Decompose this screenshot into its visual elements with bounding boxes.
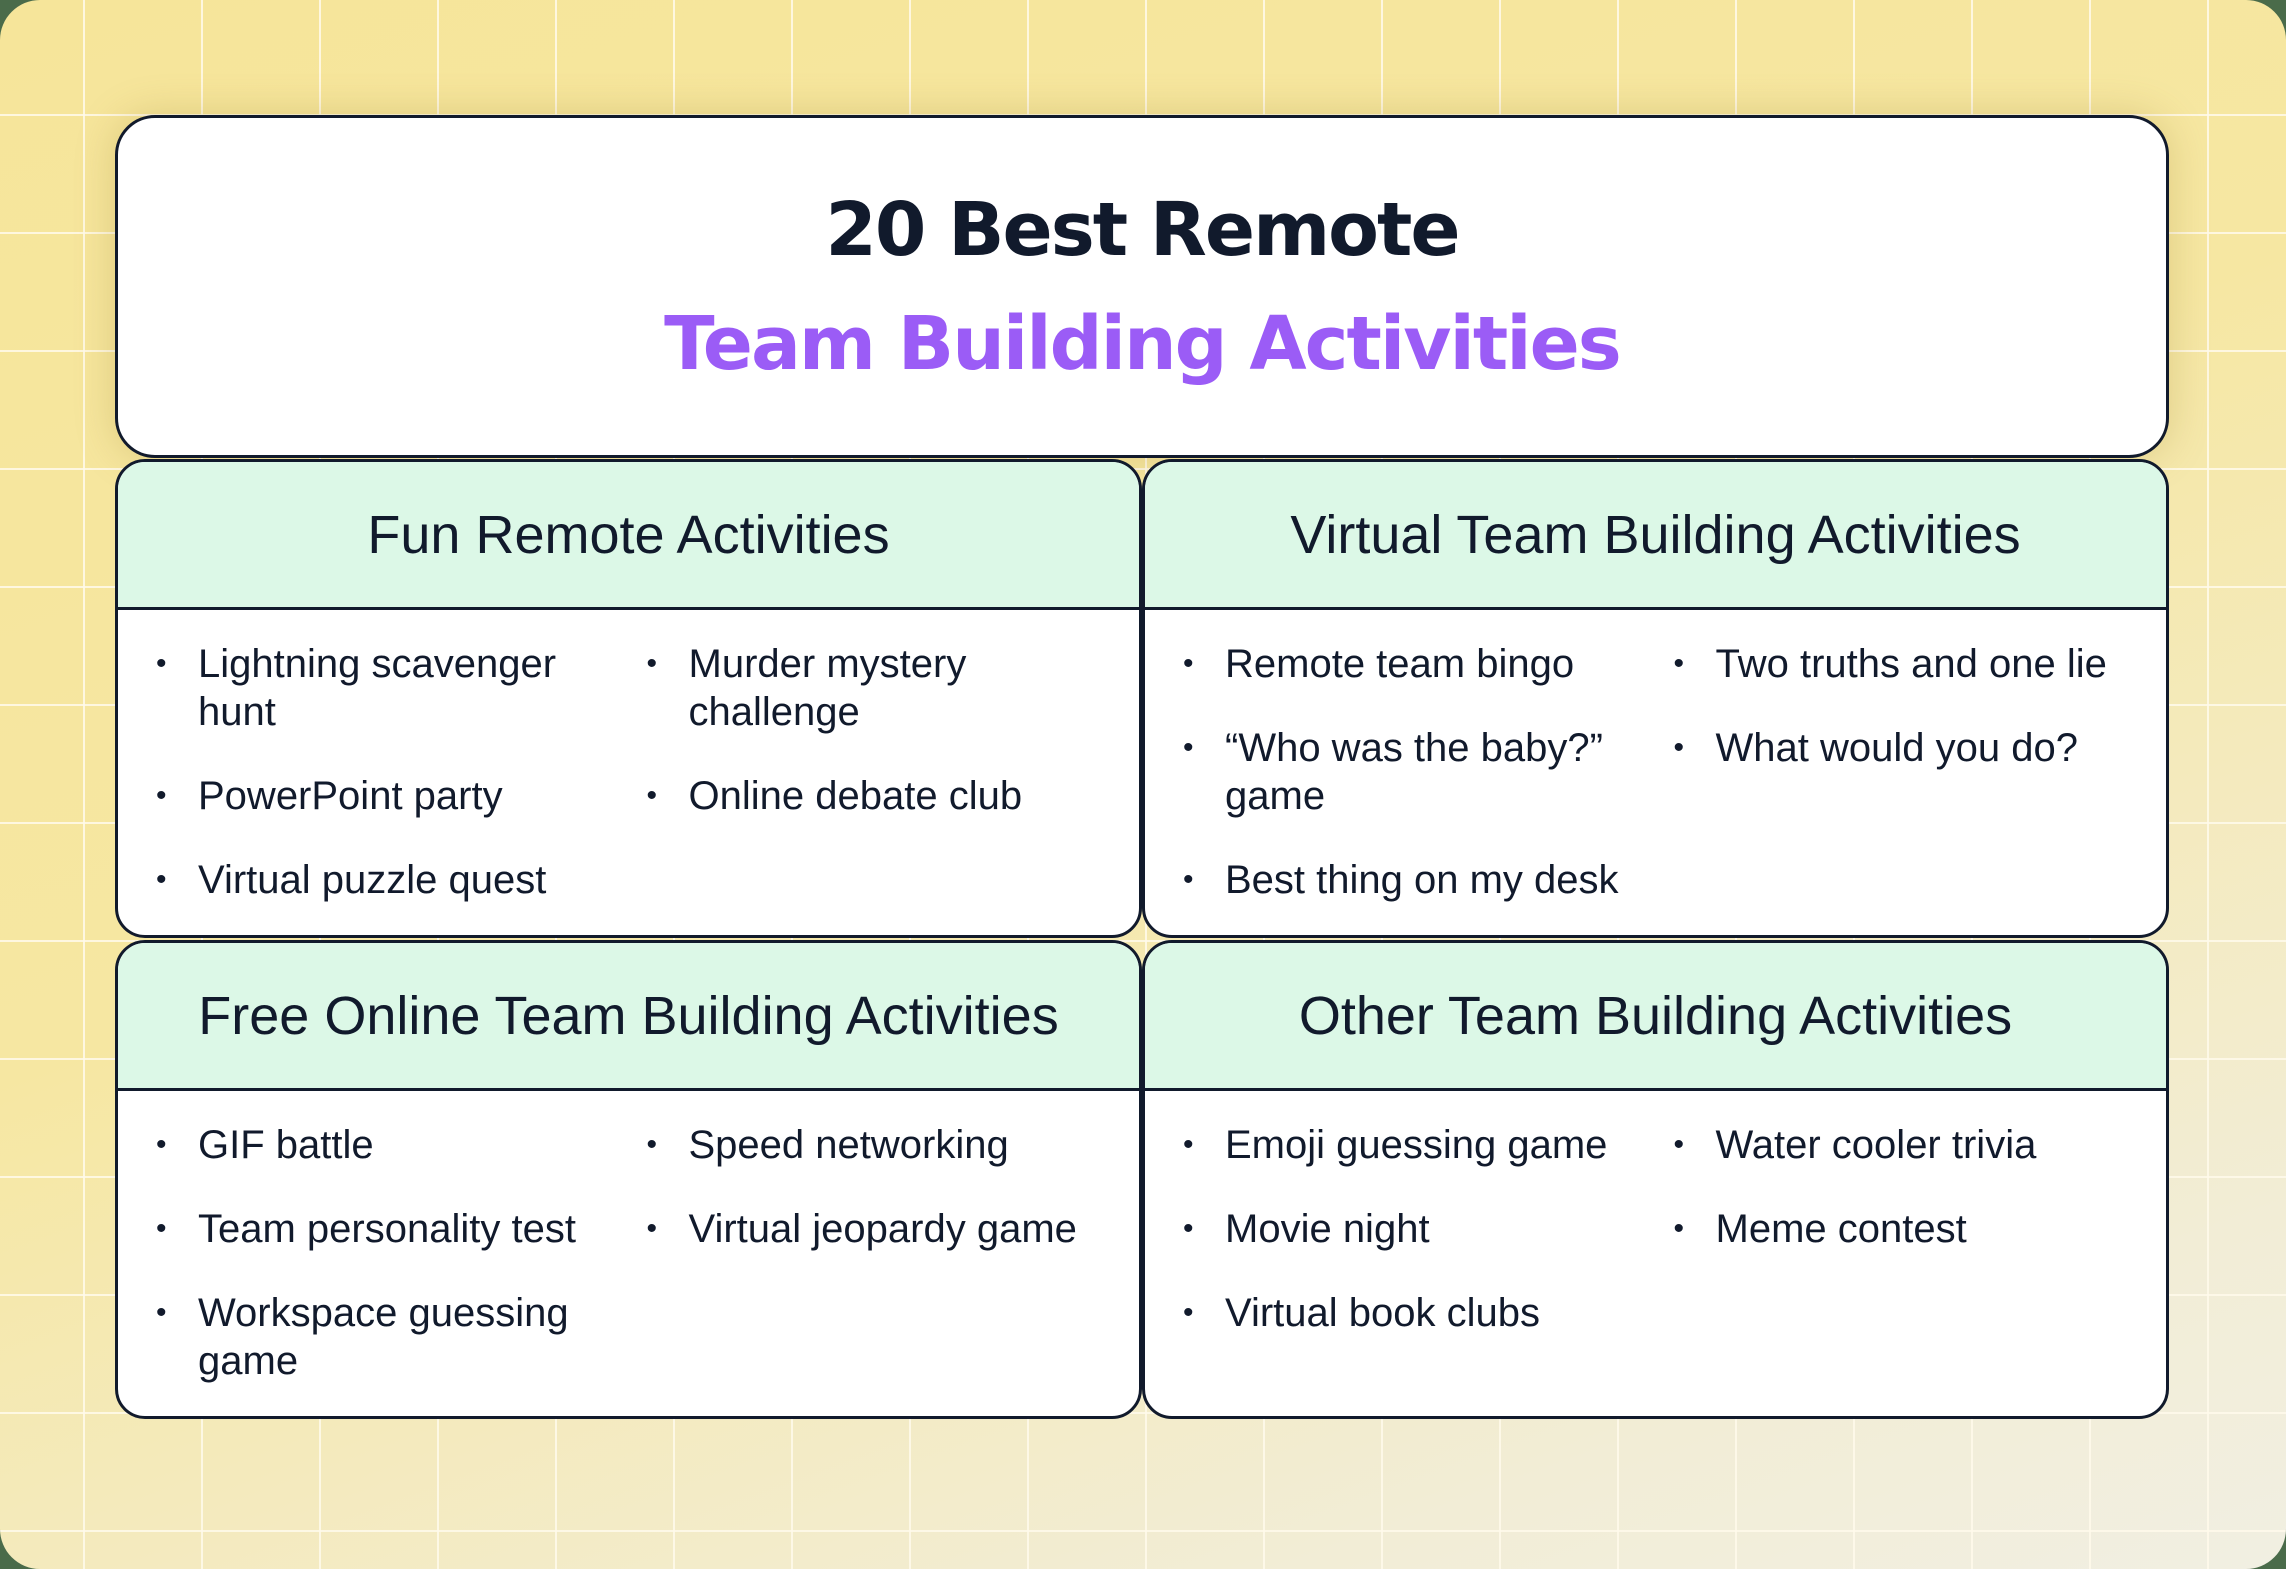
activity-label: Meme contest (1715, 1207, 1967, 1251)
activity-label: Water cooler trivia (1715, 1123, 2037, 1167)
title-line-1: 20 Best Remote (825, 186, 1460, 273)
list-item: • Team personality test (148, 1205, 619, 1253)
activity-label: PowerPoint party (198, 774, 503, 818)
list-item: • Lightning scavenger hunt (148, 640, 619, 736)
activity-list: • GIF battle • Team personality test • Worksp… (118, 1091, 1139, 1416)
list-item: • Best thing on my desk (1175, 856, 1646, 904)
list-item: • Speed networking (639, 1121, 1110, 1169)
activity-label: Speed networking (688, 1123, 1009, 1167)
activity-list: • Emoji guessing game • Movie night • Virtual… (1145, 1091, 2166, 1373)
activity-label: Workspace guessing game (198, 1291, 569, 1383)
list-item: • “Who was the baby?” game (1175, 724, 1646, 820)
list-item: • Remote team bingo (1175, 640, 1646, 688)
list-column: • Water cooler trivia • Meme contest (1666, 1121, 2137, 1373)
list-item: • Murder mystery challenge (639, 640, 1110, 736)
bullet-icon: • (1183, 1212, 1194, 1245)
bullet-icon: • (1183, 1296, 1194, 1329)
activity-label: Movie night (1225, 1207, 1430, 1251)
activity-label: Virtual jeopardy game (688, 1207, 1077, 1251)
bullet-icon: • (156, 779, 167, 812)
list-column: • Speed networking • Virtual jeopardy game (639, 1121, 1110, 1416)
list-column: • Two truths and one lie • What would you d… (1666, 640, 2137, 935)
bullet-icon: • (1183, 731, 1194, 764)
list-item: • What would you do? (1666, 724, 2137, 772)
activity-list: • Remote team bingo • “Who was the baby?” g… (1145, 610, 2166, 935)
activity-label: Remote team bingo (1225, 642, 1575, 686)
section-other-team-building: Other Team Building Activities • Emoji gue… (1142, 940, 2169, 1419)
bullet-icon: • (1673, 1128, 1685, 1161)
activity-label: Emoji guessing game (1225, 1123, 1608, 1167)
section-heading: Free Online Team Building Activities (118, 943, 1139, 1091)
activity-label: Virtual puzzle quest (198, 858, 547, 902)
activity-label: Online debate club (688, 774, 1023, 818)
list-column: • Lightning scavenger hunt • PowerPoint par… (148, 640, 619, 935)
activity-label: Two truths and one lie (1715, 642, 2107, 686)
bullet-icon: • (1183, 1128, 1194, 1161)
list-item: • Meme contest (1666, 1205, 2137, 1253)
list-column: • Emoji guessing game • Movie night • Virtual… (1175, 1121, 1646, 1373)
bullet-icon: • (1673, 1212, 1685, 1245)
bullet-icon: • (1673, 731, 1685, 764)
list-item: • Virtual jeopardy game (639, 1205, 1110, 1253)
activity-label: Best thing on my desk (1225, 858, 1619, 902)
bullet-icon: • (646, 1128, 658, 1161)
activity-label: Murder mystery challenge (688, 642, 967, 734)
section-free-online: Free Online Team Building Activities • GIF… (115, 940, 1142, 1419)
section-fun-remote: Fun Remote Activities • Lightning scavenge… (115, 459, 1142, 938)
bullet-icon: • (156, 1296, 167, 1329)
list-item: • Workspace guessing game (148, 1289, 619, 1385)
activity-list: • Lightning scavenger hunt • PowerPoint par… (118, 610, 1139, 935)
section-heading: Other Team Building Activities (1145, 943, 2166, 1091)
title-card: 20 Best Remote Team Building Activities (115, 115, 2169, 458)
list-item: • Movie night (1175, 1205, 1646, 1253)
bullet-icon: • (156, 647, 167, 680)
section-heading: Fun Remote Activities (118, 462, 1139, 610)
bullet-icon: • (1673, 647, 1685, 680)
list-item: • Virtual puzzle quest (148, 856, 619, 904)
activity-label: GIF battle (198, 1123, 374, 1167)
bullet-icon: • (156, 1212, 167, 1245)
activity-label: What would you do? (1715, 726, 2078, 770)
bullet-icon: • (156, 863, 167, 896)
bullet-icon: • (1183, 863, 1194, 896)
activity-label: Virtual book clubs (1225, 1291, 1540, 1335)
bullet-icon: • (646, 647, 658, 680)
list-column: • Murder mystery challenge • Online debate … (639, 640, 1110, 935)
activity-label: “Who was the baby?” game (1225, 726, 1603, 818)
list-item: • Two truths and one lie (1666, 640, 2137, 688)
bullet-icon: • (1183, 647, 1194, 680)
list-item: • Online debate club (639, 772, 1110, 820)
bullet-icon: • (646, 779, 658, 812)
section-virtual-team-building: Virtual Team Building Activities • Remote … (1142, 459, 2169, 938)
section-heading: Virtual Team Building Activities (1145, 462, 2166, 610)
activity-label: Lightning scavenger hunt (198, 642, 557, 734)
list-item: • GIF battle (148, 1121, 619, 1169)
title-line-2: Team Building Activities (664, 300, 1622, 387)
list-item: • Emoji guessing game (1175, 1121, 1646, 1169)
activity-label: Team personality test (198, 1207, 576, 1251)
list-column: • Remote team bingo • “Who was the baby?” g… (1175, 640, 1646, 935)
bullet-icon: • (156, 1128, 167, 1161)
list-column: • GIF battle • Team personality test • Worksp… (148, 1121, 619, 1416)
list-item: • PowerPoint party (148, 772, 619, 820)
list-item: • Virtual book clubs (1175, 1289, 1646, 1337)
bullet-icon: • (646, 1212, 658, 1245)
list-item: • Water cooler trivia (1666, 1121, 2137, 1169)
